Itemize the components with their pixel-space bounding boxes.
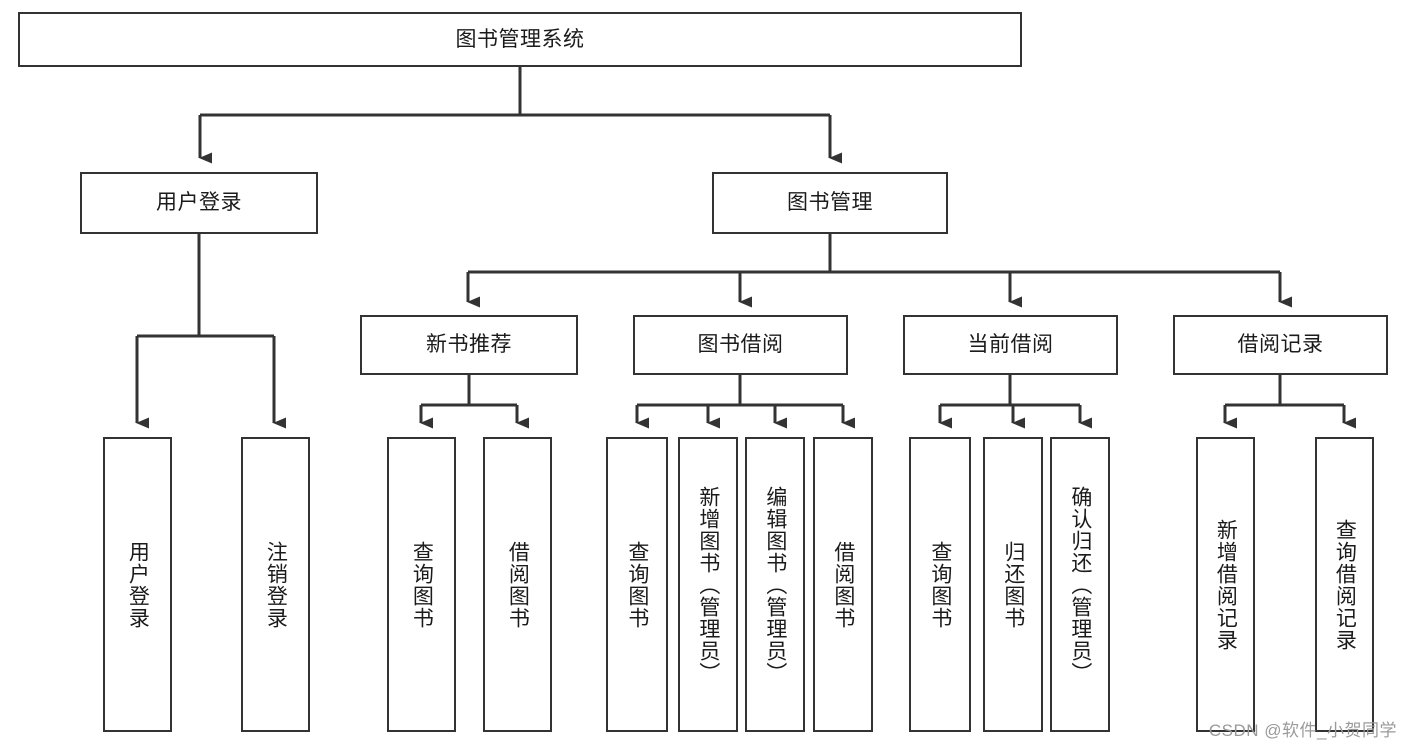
leaf-user-login[interactable]: 用户登录: [103, 437, 172, 732]
node-label: 借阅记录: [1237, 333, 1324, 357]
node-label: 图书借阅: [697, 333, 784, 357]
node-label: 借阅图书: [506, 540, 530, 629]
leaf-return-book[interactable]: 归还图书: [983, 437, 1043, 732]
node-label: 借阅图书: [831, 540, 855, 629]
leaf-query-book[interactable]: 查询图书: [606, 437, 668, 732]
leaf-borrow-book[interactable]: 借阅图书: [813, 437, 873, 732]
node-borrow-record[interactable]: 借阅记录: [1173, 315, 1388, 375]
node-new-book-recommend[interactable]: 新书推荐: [360, 315, 578, 375]
leaf-edit-book-admin[interactable]: 编辑图书（管理员）: [745, 437, 805, 732]
node-user-login[interactable]: 用户登录: [80, 172, 318, 234]
leaf-confirm-return-admin[interactable]: 确认归还（管理员）: [1050, 437, 1110, 732]
node-label: 确认归还（管理员）: [1068, 485, 1092, 684]
node-label: 图书管理系统: [455, 27, 585, 51]
leaf-query-borrow-record[interactable]: 查询借阅记录: [1315, 437, 1374, 732]
node-root[interactable]: 图书管理系统: [18, 12, 1022, 67]
node-label: 查询图书: [928, 540, 952, 629]
leaf-query-book-current[interactable]: 查询图书: [909, 437, 971, 732]
node-book-borrow[interactable]: 图书借阅: [633, 315, 848, 375]
node-book-management[interactable]: 图书管理: [712, 172, 948, 234]
node-label: 注销登录: [264, 540, 288, 629]
node-label: 编辑图书（管理员）: [763, 485, 787, 684]
node-label: 查询借阅记录: [1333, 518, 1357, 651]
node-label: 当前借阅: [967, 333, 1054, 357]
node-label: 用户登录: [126, 540, 150, 629]
node-label: 新书推荐: [426, 333, 512, 357]
node-label: 图书管理: [787, 191, 873, 215]
leaf-add-borrow-record[interactable]: 新增借阅记录: [1196, 437, 1255, 732]
node-current-borrow[interactable]: 当前借阅: [903, 315, 1118, 375]
node-label: 新增图书（管理员）: [696, 485, 720, 684]
leaf-add-book-admin[interactable]: 新增图书（管理员）: [678, 437, 738, 732]
leaf-query-book-recommend[interactable]: 查询图书: [387, 437, 456, 732]
watermark: CSDN @软件_小贺同学: [1208, 721, 1397, 740]
node-label: 查询图书: [410, 540, 434, 629]
leaf-user-logout[interactable]: 注销登录: [241, 437, 310, 732]
node-label: 查询图书: [625, 540, 649, 629]
leaf-borrow-book-recommend[interactable]: 借阅图书: [483, 437, 552, 732]
node-label: 归还图书: [1001, 540, 1025, 629]
node-label: 用户登录: [156, 191, 242, 215]
node-label: 新增借阅记录: [1214, 518, 1238, 651]
